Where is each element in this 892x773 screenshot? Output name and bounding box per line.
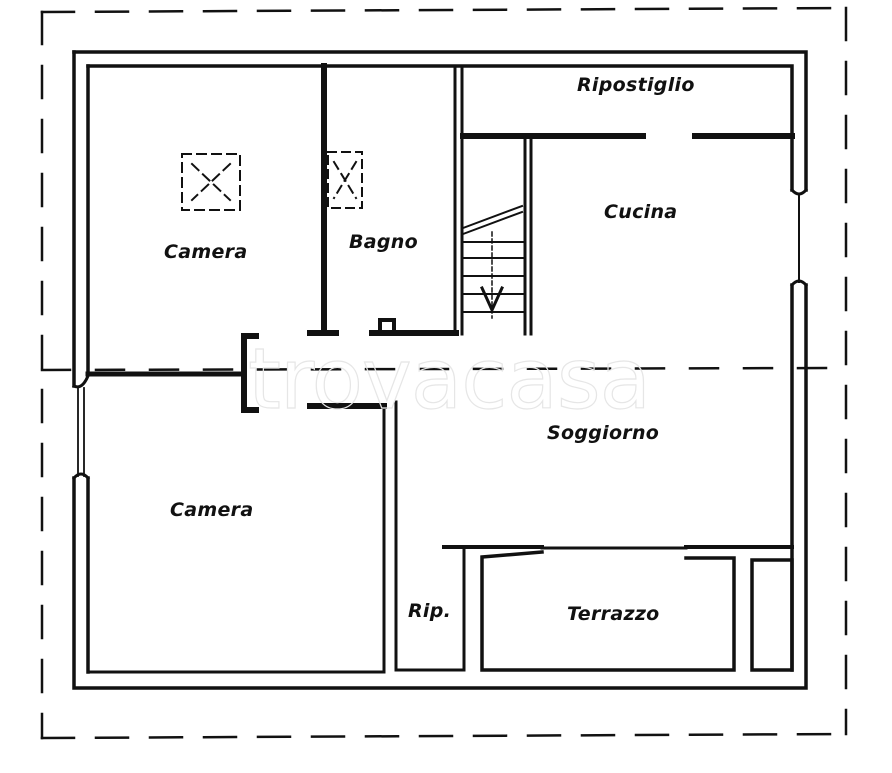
room-label-rip: Rip. [408, 600, 452, 622]
skylight-bagno [327, 151, 363, 209]
room-label-camera-1: Camera [164, 241, 248, 263]
wall-soggiorno-bottom [442, 545, 794, 550]
right-window [789, 187, 809, 288]
door-jamb [241, 333, 259, 413]
wall-camera2-right [86, 400, 466, 674]
left-window [71, 374, 91, 481]
skylight-camera [181, 153, 241, 211]
room-label-soggiorno: Soggiorno [547, 422, 660, 444]
property-boundary-dashed [40, 6, 848, 740]
wall-stairs [523, 136, 533, 336]
stairs [461, 204, 526, 319]
room-label-terrazzo: Terrazzo [567, 603, 660, 625]
wall-bagno-right [453, 64, 464, 336]
room-label-camera-2: Camera [170, 499, 254, 521]
room-label-ripostiglio: Ripostiglio [577, 74, 695, 96]
side-storage [750, 558, 794, 672]
room-label-bagno: Bagno [349, 231, 418, 253]
room-label-cucina: Cucina [604, 201, 678, 223]
terrazzo-enclosure [480, 550, 736, 672]
door-stop [378, 318, 396, 334]
section-line-dashed [40, 366, 838, 372]
